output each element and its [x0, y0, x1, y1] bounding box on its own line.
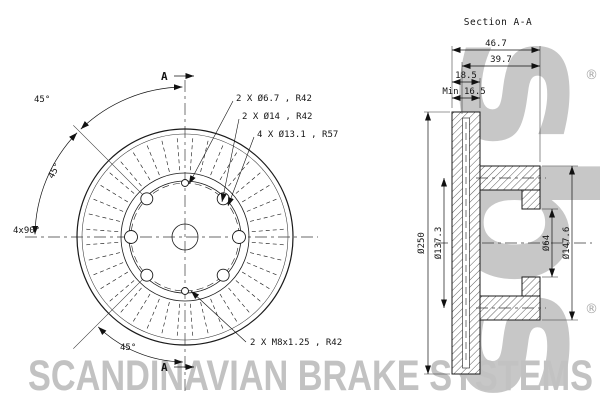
- vent-line: [160, 302, 170, 337]
- vent-line: [85, 252, 120, 262]
- vent-line: [85, 212, 120, 222]
- vent-line: [160, 137, 170, 172]
- vent-line: [228, 287, 252, 315]
- angle-label-lower-left: 45°: [120, 343, 136, 353]
- vent-line: [107, 170, 135, 194]
- vent-line: [246, 262, 280, 277]
- vent-line: [118, 159, 142, 187]
- vent-line: [90, 197, 124, 212]
- vent-line: [235, 170, 263, 194]
- vent-line: [90, 262, 124, 277]
- vent-line: [176, 135, 181, 171]
- vent-line: [107, 280, 135, 304]
- bolt-hole: [181, 179, 189, 187]
- bolt-hole: [140, 268, 154, 282]
- callout-thread: 2 X M8x1.25 , R42: [250, 338, 342, 348]
- callout-medium-holes: 2 X Ø14 , R42: [242, 111, 312, 122]
- section-view: Section A-A 46.7 39.7 18.5 Min 16.5 Ø250: [416, 17, 592, 375]
- vent-line: [97, 183, 129, 203]
- pattern-angle-label: 4x90°: [13, 226, 40, 236]
- registered-mark-right-icon: ®: [585, 302, 598, 317]
- vent-line: [241, 183, 273, 203]
- leader-large-holes: [227, 136, 255, 207]
- vent-line: [145, 298, 160, 332]
- dim-min-thickness: Min 16.5: [442, 87, 485, 97]
- vent-line: [97, 271, 129, 291]
- center-bore-circle: [171, 223, 199, 251]
- dim-total-width: 46.7: [485, 39, 507, 49]
- bolt-hole: [124, 230, 138, 244]
- section-marker-top: A: [161, 70, 168, 83]
- angle-arc-upper-left: [80, 84, 183, 130]
- vent-line: [251, 241, 287, 246]
- dim-hat-width: 39.7: [490, 55, 512, 65]
- disc-outer-circle: [76, 128, 294, 346]
- dim-hub-diameter: Ø147.6: [561, 227, 572, 260]
- vent-line: [83, 228, 119, 233]
- section-title: Section A-A: [464, 17, 532, 28]
- vent-line: [189, 135, 194, 171]
- bolt-hole: [232, 230, 246, 244]
- leader-medium-holes: [220, 118, 240, 203]
- vent-line: [251, 228, 287, 233]
- brand-banner: SCANDINAVIAN BRAKE SYSTEMS: [28, 352, 593, 400]
- bolt-hole: [140, 192, 154, 206]
- bolt-hole: [216, 192, 230, 206]
- section-marker-bottom: A: [161, 361, 168, 374]
- vent-line: [200, 302, 210, 337]
- vent-line: [83, 241, 119, 246]
- vent-line: [250, 252, 285, 262]
- ext-line-225deg: [73, 279, 143, 349]
- angle-arc-lower-left: [97, 326, 183, 365]
- vent-line: [189, 303, 194, 339]
- callout-large-holes: 4 X Ø13.1 , R57: [257, 129, 338, 140]
- angle-label-left: 45°: [47, 161, 63, 180]
- dim-disc-thickness: 18.5: [455, 71, 477, 81]
- leader-small-holes: [188, 100, 234, 185]
- dim-bore: Ø64: [541, 235, 552, 251]
- vent-line: [219, 149, 239, 181]
- front-view: 45° 45° 45° 4x90° 2 X Ø6.7 , R42 2 X Ø14…: [13, 70, 342, 394]
- vent-line: [246, 197, 280, 212]
- vent-line: [241, 271, 273, 291]
- dim-bolt-circle: Ø137.3: [433, 227, 444, 260]
- angle-arc-left: [32, 132, 78, 235]
- vent-line: [145, 142, 160, 176]
- hat-upper-plate: [521, 189, 541, 210]
- vent-outer-ring: [81, 133, 289, 341]
- vent-line: [176, 303, 181, 339]
- angle-label-upper-left: 45°: [34, 95, 50, 105]
- registered-mark-top-icon: ®: [585, 68, 598, 83]
- bolt-hole: [216, 268, 230, 282]
- leader-thread-holes: [190, 290, 247, 343]
- hat-lower-plate: [521, 276, 541, 297]
- hub-outer-circle: [120, 172, 250, 302]
- vent-slots: [83, 135, 287, 339]
- bolt-holes: [124, 179, 246, 295]
- vent-line: [219, 293, 239, 325]
- vent-line: [235, 280, 263, 304]
- vent-line: [210, 142, 225, 176]
- dim-outer-diameter: Ø250: [416, 232, 427, 254]
- callout-small-holes: 2 X Ø6.7 , R42: [236, 93, 312, 104]
- vent-line: [131, 149, 151, 181]
- vent-line: [131, 293, 151, 325]
- ext-line-135deg: [73, 125, 143, 195]
- vent-line: [250, 212, 285, 222]
- bolt-hole: [181, 287, 189, 295]
- vent-line: [118, 287, 142, 315]
- vent-line: [228, 159, 252, 187]
